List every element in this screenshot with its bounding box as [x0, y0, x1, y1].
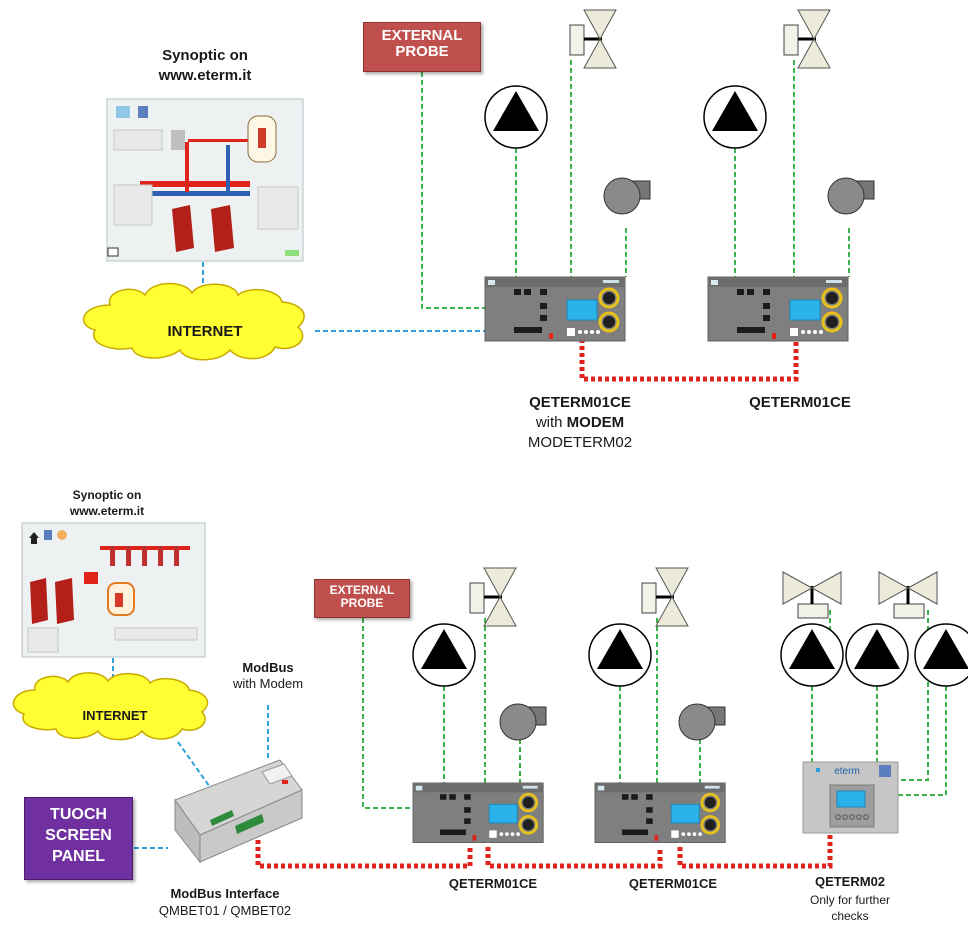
controller1-modem: MODEM [566, 414, 625, 431]
cloud-icon [12, 672, 209, 741]
controller1-name-bottom: QETERM01CE [448, 876, 538, 891]
pump-icon [703, 85, 767, 149]
controller3-logo: eterm [834, 766, 860, 777]
valve-icon [568, 8, 618, 70]
modbus-sub: with Modem [232, 676, 304, 691]
internet-label-top: INTERNET [167, 323, 243, 340]
panel-line3: PANEL [51, 848, 106, 865]
external-probe-bottom: EXTERNAL PROBE [314, 579, 410, 618]
probe-line2: PROBE [340, 595, 384, 610]
probe-line2: PROBE [395, 42, 449, 60]
interface-title: ModBus Interface [170, 886, 280, 901]
synoptic-screen-icon [106, 98, 304, 262]
pump-icon [484, 85, 548, 149]
interface-models: QMBET01 / QMBET02 [158, 903, 292, 918]
controller2-name-bottom: QETERM01CE [628, 876, 718, 891]
controller-icon [593, 781, 727, 844]
controller-icon [411, 781, 545, 844]
valve-icon [781, 570, 843, 620]
synoptic-url-bottom: www.eterm.it [69, 504, 145, 518]
controller3-note2: checks [831, 909, 869, 923]
panel-line2: SCREEN [45, 827, 112, 844]
controller1-name-top: QETERM01CE [529, 394, 631, 411]
synoptic-screen-icon [21, 522, 206, 658]
controller3-note1: Only for further [809, 893, 891, 907]
controller1-modem-line: with MODEM [510, 414, 650, 431]
pump-icon [412, 623, 476, 687]
internet-label-bottom: INTERNET [82, 708, 148, 723]
pump-icon [914, 623, 968, 687]
valve-icon [782, 8, 832, 70]
controller2-name-top: QETERM01CE [749, 394, 851, 411]
controller3-name-bottom: QETERM02 [814, 874, 886, 889]
controller1-with: with [535, 414, 567, 431]
fan-icon [499, 703, 547, 741]
modbus-title: ModBus [242, 660, 294, 675]
probe-line1: EXTERNAL [329, 583, 395, 597]
synoptic-title-top: Synoptic on [162, 47, 248, 64]
controller-icon [802, 761, 899, 834]
valve-icon [640, 566, 690, 628]
fan-icon [827, 177, 875, 215]
fan-icon [603, 177, 651, 215]
panel-line1: TUOCH [50, 806, 107, 823]
probe-line1: EXTERNAL [381, 27, 463, 44]
synoptic-url-top: www.eterm.it [158, 67, 252, 84]
controller-icon [706, 275, 850, 343]
synoptic-title-bottom: Synoptic on [72, 488, 142, 502]
modbus-interface-icon [174, 759, 303, 864]
bottom-section [112, 610, 947, 869]
controller1-model-top: MODETERM02 [527, 434, 633, 451]
cloud-icon [83, 282, 305, 361]
fan-icon [678, 703, 726, 741]
controller-icon [483, 275, 627, 343]
pump-icon [588, 623, 652, 687]
pump-icon [845, 623, 909, 687]
pump-icon [780, 623, 844, 687]
valve-icon [468, 566, 518, 628]
top-section [202, 60, 850, 382]
touch-screen-panel: TUOCH SCREEN PANEL [24, 797, 133, 880]
external-probe-top: EXTERNAL PROBE [363, 22, 481, 72]
